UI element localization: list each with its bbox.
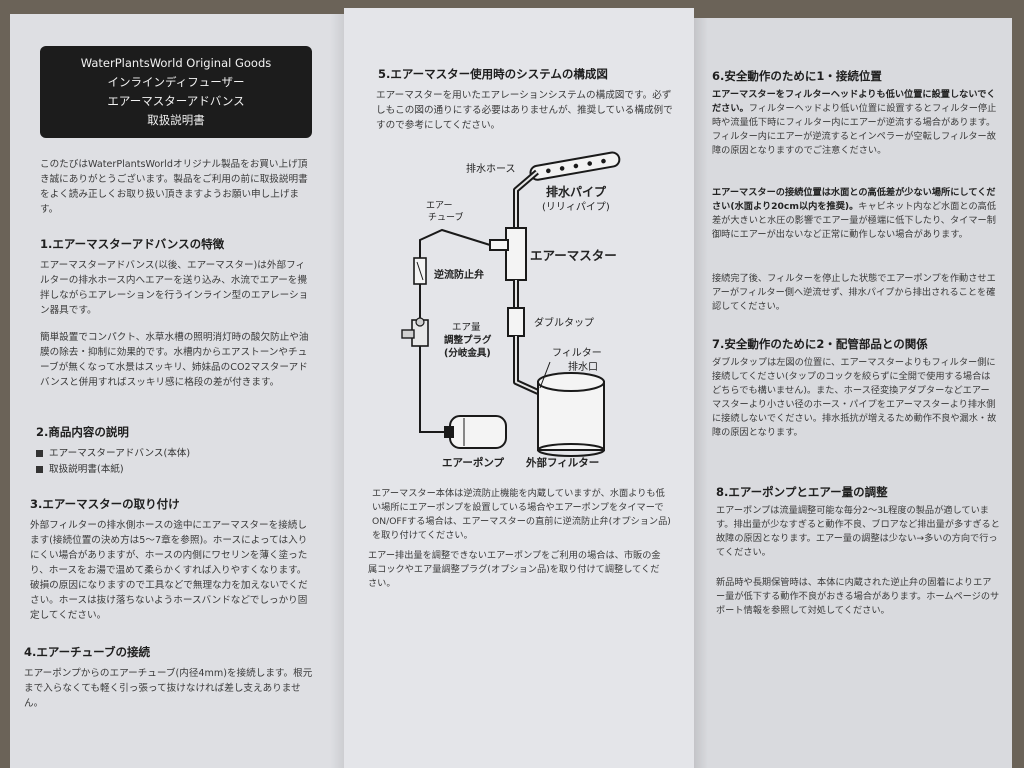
left-panel <box>10 14 344 768</box>
section-5-heading: 5.エアーマスター使用時のシステムの構成図 <box>378 67 608 81</box>
section-6-warning-1: エアーマスターをフィルターヘッドよりも低い位置に設置しないでください。 <box>712 89 996 114</box>
right-panel <box>694 18 1012 768</box>
section-6-heading: 6.安全動作のために1・接続位置 <box>712 69 882 83</box>
bullet-icon <box>36 465 43 473</box>
title-line-1: WaterPlantsWorld Original Goods <box>80 56 272 70</box>
list-item-text: エアーマスターアドバンス(本体) <box>49 448 191 459</box>
section-3-heading: 3.エアーマスターの取り付け <box>30 497 180 511</box>
section-6-paragraph-1: エアーマスターをフィルターヘッドよりも低い位置に設置しないでください。フィルター… <box>712 88 998 158</box>
double-tap <box>507 307 525 337</box>
list-item: 取扱説明書(本紙) <box>36 462 124 477</box>
external-filter <box>537 372 605 457</box>
section-6-paragraph-2: エアーマスターの接続位置は水面との高低差が少ない場所にしてください(水面より20… <box>712 186 998 242</box>
section-1-paragraph-1: エアーマスターアドバンス(以後、エアーマスター)は外部フィルターの排水ホース内へ… <box>40 260 309 316</box>
section-6-paragraph-3: 接続完了後、フィルターを停止した状態でエアーポンプを作動させエアーがフィルター側… <box>712 273 996 312</box>
section-4-heading: 4.エアーチューブの接続 <box>24 645 150 659</box>
title-box: WaterPlantsWorld Original Goods インラインディフ… <box>40 46 312 138</box>
section-7-heading: 7.安全動作のために2・配管部品との関係 <box>712 337 928 351</box>
label-drain-pipe: 排水パイプ <box>546 184 607 199</box>
section-2-heading: 2.商品内容の説明 <box>36 425 129 439</box>
section-6-paragraph-1-text: フィルターヘッドより低い位置に設置するとフィルター停止時や流量低下時にフィルター… <box>712 103 997 156</box>
air-tube <box>419 228 491 258</box>
label-air-pump: エアーポンプ <box>442 456 505 469</box>
bullet-icon <box>36 449 43 457</box>
fold-shadow <box>694 18 708 768</box>
label-plug-2: 調整プラグ <box>444 334 492 346</box>
section-6-paragraph-2-text: キャビネット内など水面との高低差が大きいと水圧の影響でエアー量が極端に低下したり… <box>712 201 997 240</box>
list-item-text: 取扱説明書(本紙) <box>49 464 124 475</box>
fold-shadow <box>330 14 344 768</box>
diagram-note-1: エアーマスター本体は逆流防止機能を内蔵していますが、水面よりも低い場所にエアーポ… <box>372 488 671 541</box>
label-drain-hose: 排水ホース <box>466 162 516 175</box>
label-check-valve: 逆流防止弁 <box>434 268 484 281</box>
diagram-note-2: エアー排出量を調整できないエアーポンプをご利用の場合は、市販の金属コックやエア量… <box>368 550 661 589</box>
section-3-paragraph: 外部フィルターの排水側ホースの途中にエアーマスターを接続します(接続位置の決め方… <box>30 520 308 621</box>
drain-pipe <box>529 151 621 181</box>
section-1-heading: 1.エアーマスターアドバンスの特徴 <box>40 237 225 251</box>
label-plug-1: エア量 <box>452 322 481 333</box>
label-air-tube-1: エアー <box>426 201 452 211</box>
label-filter-outlet-1: フィルター <box>552 347 602 359</box>
section-8-paragraph-2: 新品時や長期保管時は、本体に内蔵された逆止弁の固着によりエアー量が低下する動作不… <box>716 577 1000 616</box>
section-8-heading: 8.エアーポンプとエアー量の調整 <box>716 485 888 499</box>
section-7-paragraph: ダブルタップは左図の位置に、エアーマスターよりもフィルター側に接続してください(… <box>712 357 997 438</box>
title-line-4: 取扱説明書 <box>147 113 205 127</box>
label-plug-3: (分岐金具) <box>444 347 491 359</box>
system-diagram: 排水ホース 排水パイプ (リリィパイプ) エアー チューブ エアーマスター 逆流… <box>401 151 621 469</box>
label-filter-outlet-2: 排水口 <box>568 360 598 373</box>
section-4-paragraph: エアーポンプからのエアーチューブ(内径4mm)を接続します。根元まで入らなくても… <box>24 668 313 709</box>
section-5-intro: エアーマスターを用いたエアレーションシステムの構成図です。必ずしもこの図の通りに… <box>376 90 673 131</box>
section-6-warning-2: エアーマスターの接続位置は水面との高低差が少ない場所にしてください(水面より20… <box>712 187 996 212</box>
label-air-tube-2: チューブ <box>428 211 463 223</box>
air-master-device <box>489 227 527 281</box>
title-line-3: エアーマスターアドバンス <box>107 94 245 108</box>
label-external-filter: 外部フィルター <box>525 456 599 469</box>
label-drain-pipe-sub: (リリィパイプ) <box>542 201 610 213</box>
list-item: エアーマスターアドバンス(本体) <box>36 446 190 461</box>
label-double-tap: ダブルタップ <box>534 316 594 329</box>
intro-paragraph: このたびはWaterPlantsWorldオリジナル製品をお買い上げ頂き誠にあり… <box>40 159 308 215</box>
air-pump <box>444 415 507 449</box>
title-line-2: インラインディフューザー <box>107 75 245 89</box>
air-adjust-plug <box>401 317 429 347</box>
middle-panel <box>344 8 694 768</box>
section-1-paragraph-2: 簡単設置でコンパクト、水草水槽の照明消灯時の酸欠防止や油膜の除去・抑制に効果的で… <box>40 332 309 388</box>
section-8-paragraph-1: エアーポンプは流量調整可能な毎分2〜3L程度の製品が適しています。排出量が少なす… <box>716 505 1000 558</box>
label-air-master: エアーマスター <box>530 248 617 263</box>
